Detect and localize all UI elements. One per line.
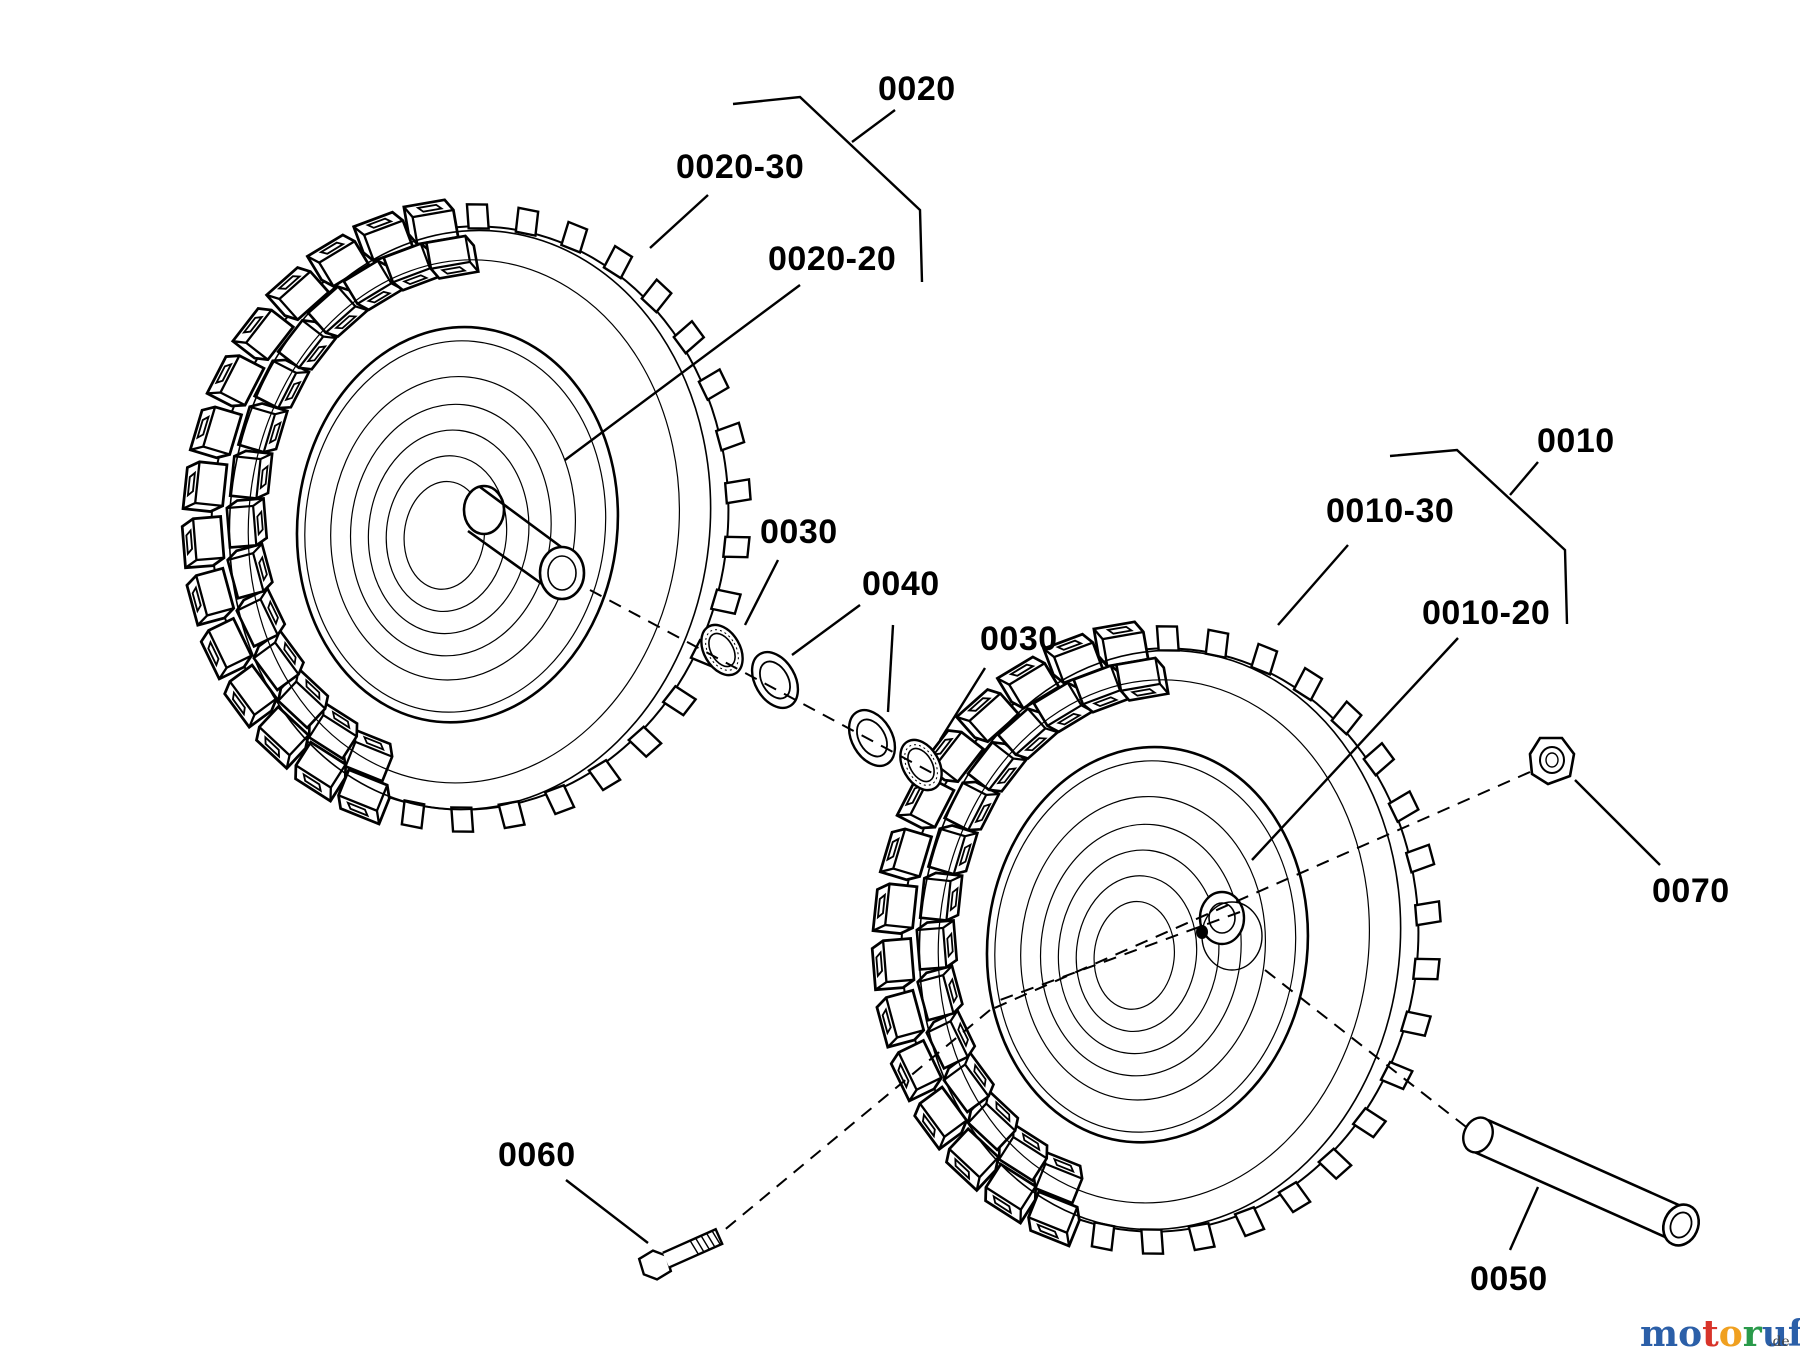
label-0010-30: 0010-30 [1326, 492, 1454, 530]
tread-lug [870, 937, 916, 992]
label-0060: 0060 [498, 1136, 576, 1174]
tread-lug [425, 233, 480, 281]
tread-tooth [465, 203, 491, 230]
tread-tooth [1412, 955, 1441, 983]
hub-lower [1196, 890, 1263, 971]
tread-tooth [512, 206, 542, 237]
lock-washer-0030-a [700, 623, 744, 677]
wheel-assembly-0010 [870, 619, 1442, 1255]
label-0040: 0040 [862, 565, 940, 603]
tread-lug [871, 881, 919, 937]
assembly-lines [589, 589, 1531, 1233]
flat-washer-0040-b [847, 708, 897, 768]
tread-lug [914, 919, 959, 971]
watermark-letter: m [1640, 1313, 1678, 1355]
hex-nut-0070 [1528, 736, 1576, 786]
tread-lug [1115, 655, 1170, 703]
tread-tooth [1413, 900, 1442, 927]
watermark-letter: o [1719, 1313, 1743, 1355]
axle-tube-0050 [1462, 1116, 1701, 1247]
watermark-letter: r [1743, 1313, 1763, 1355]
tread-tooth [1404, 843, 1436, 874]
tread-tooth [1139, 1228, 1165, 1255]
tread-tooth [1155, 625, 1181, 652]
label-0030-b: 0030 [980, 620, 1058, 658]
flat-washer-0040-a [750, 650, 800, 710]
label-0030-a: 0030 [760, 513, 838, 551]
label-0020-20: 0020-20 [768, 240, 896, 278]
label-0070: 0070 [1652, 872, 1730, 910]
tread-tooth [449, 806, 475, 833]
tread-tooth [722, 533, 751, 561]
watermark-letter: f [1788, 1313, 1800, 1355]
tread-lug [180, 515, 226, 570]
watermark-suffix: .de [1768, 1334, 1790, 1350]
lock-washer-0030-b [899, 738, 943, 792]
label-0020: 0020 [878, 70, 956, 108]
label-0020-30: 0020-30 [676, 148, 804, 186]
label-0050: 0050 [1470, 1260, 1548, 1298]
tread-tooth [1187, 1221, 1216, 1252]
tread-tooth [723, 478, 752, 505]
wheel-assembly-0020 [180, 197, 752, 835]
part-labels: 0020 0020-30 0020-20 0030 0040 0030 0010… [498, 70, 1730, 1298]
svg-text:motoruf: motoruf [1640, 1313, 1800, 1355]
leader-lines [564, 95, 1661, 1251]
watermark-logo: motoruf .de [1640, 1313, 1800, 1355]
watermark-letter: t [1702, 1313, 1719, 1355]
bolt-0060 [637, 1227, 724, 1281]
watermark-letter: o [1678, 1313, 1702, 1355]
tire-0010-30 [870, 619, 1442, 1255]
axle-sleeve-upper [462, 484, 586, 601]
tread-lug [181, 459, 229, 515]
label-0010: 0010 [1537, 422, 1615, 460]
tread-tooth [710, 586, 742, 617]
tread-lug [224, 497, 269, 549]
label-0010-20: 0010-20 [1422, 594, 1550, 632]
watermark-letter: u [1762, 1313, 1788, 1355]
tread-tooth [1400, 1008, 1432, 1039]
tread-tooth [714, 421, 746, 452]
